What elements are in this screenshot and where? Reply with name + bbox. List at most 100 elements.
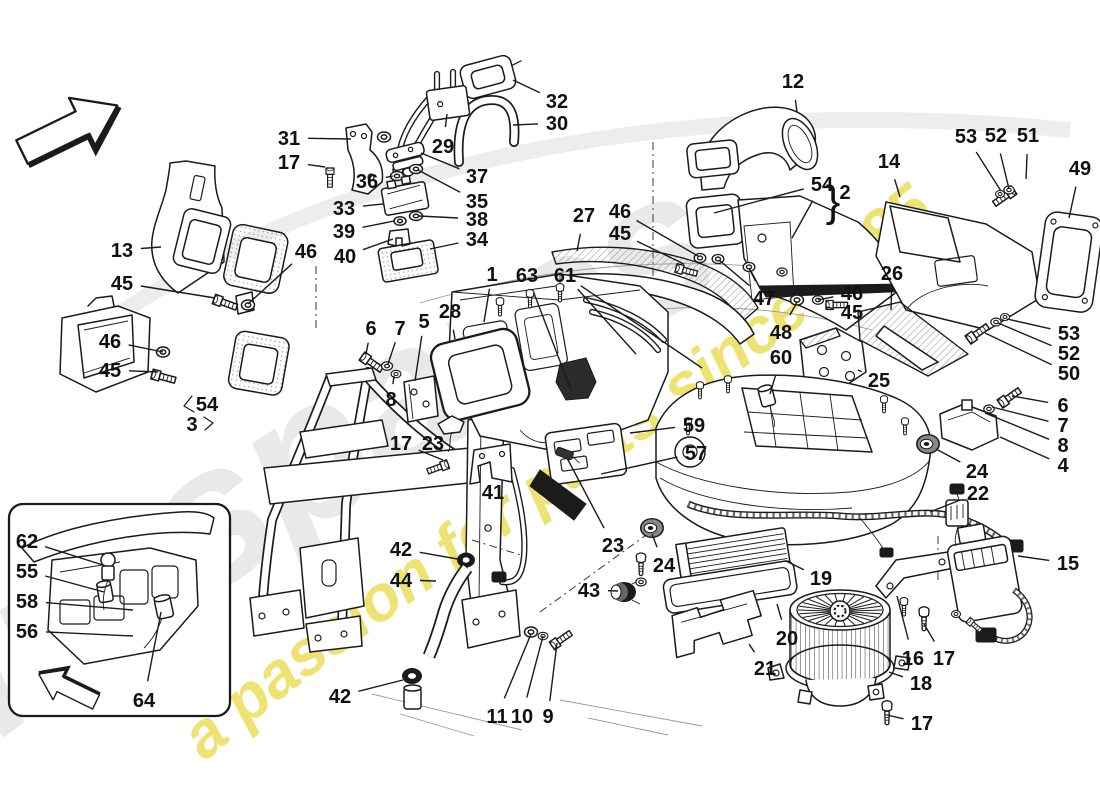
svg-text:17: 17 xyxy=(933,648,955,670)
svg-text:42: 42 xyxy=(329,686,351,708)
part-label-61: 61 xyxy=(554,265,703,369)
svg-text:42: 42 xyxy=(390,539,412,561)
part-label-43: 43 xyxy=(578,580,619,602)
svg-text:6: 6 xyxy=(365,318,376,340)
bracket-tick-54 xyxy=(183,395,195,413)
svg-text:7: 7 xyxy=(1057,415,1068,437)
part-label-15: 15 xyxy=(1017,553,1079,575)
inset-detail-box xyxy=(7,502,232,718)
part-pipes-and-valve xyxy=(377,54,522,283)
part-bolt-9 xyxy=(548,628,575,651)
svg-text:15: 15 xyxy=(1057,553,1079,575)
svg-text:25: 25 xyxy=(868,370,890,392)
part-washer-47c xyxy=(776,267,788,277)
part-label-60: 60 xyxy=(769,347,792,395)
part-bracket-4 xyxy=(939,399,999,451)
svg-text:23: 23 xyxy=(422,433,444,455)
svg-text:}: } xyxy=(826,177,841,226)
part-label-37: 37 xyxy=(420,152,488,188)
part-washer-7 xyxy=(380,361,394,371)
part-label-49: 49 xyxy=(1068,158,1091,219)
svg-text:60: 60 xyxy=(770,347,792,369)
svg-text:35: 35 xyxy=(466,191,488,213)
svg-text:29: 29 xyxy=(432,136,454,158)
part-label-44: 44 xyxy=(390,570,437,592)
svg-text:62: 62 xyxy=(16,531,38,553)
part-plate-25 xyxy=(799,327,867,393)
svg-text:18: 18 xyxy=(910,673,932,695)
part-washer xyxy=(635,577,647,587)
svg-text:45: 45 xyxy=(111,273,133,295)
part-label-53: 53 xyxy=(1006,318,1080,345)
svg-text:51: 51 xyxy=(1017,125,1039,147)
svg-text:14: 14 xyxy=(878,151,901,173)
part-label-42: 42 xyxy=(329,679,404,708)
part-label-24: 24 xyxy=(651,533,676,577)
part-duct-3 xyxy=(59,291,255,393)
part-washer-48 xyxy=(789,294,805,306)
part-seal-13 xyxy=(223,223,289,295)
svg-text:24: 24 xyxy=(966,461,989,483)
svg-text:59: 59 xyxy=(683,415,705,437)
part-label-}: } xyxy=(826,177,841,226)
svg-text:36: 36 xyxy=(356,171,378,193)
part-ecu-15 xyxy=(945,499,1033,644)
part-washer-46 xyxy=(240,299,256,311)
part-bolt-45 xyxy=(211,293,240,313)
svg-text:32: 32 xyxy=(546,91,568,113)
svg-text:52: 52 xyxy=(1058,343,1080,365)
part-bracket-31 xyxy=(345,123,392,195)
part-label-56: 56 xyxy=(16,621,134,643)
part-label-20: 20 xyxy=(776,603,798,650)
part-label-3: 3 xyxy=(186,414,197,436)
part-label-12: 12 xyxy=(782,71,804,113)
svg-text:11: 11 xyxy=(486,706,507,728)
part-label-54: 54 xyxy=(196,394,219,416)
inset-direction-arrow-icon xyxy=(38,665,101,710)
part-label-38: 38 xyxy=(418,209,488,231)
part-label-54: 54 xyxy=(713,174,834,239)
part-mat-26 xyxy=(857,301,969,377)
part-label-48: 48 xyxy=(770,301,798,344)
svg-text:3: 3 xyxy=(186,414,197,436)
part-label-23: 23 xyxy=(566,457,624,557)
part-seal-3 xyxy=(227,330,290,396)
part-label-18: 18 xyxy=(888,671,932,695)
svg-text:24: 24 xyxy=(653,555,676,577)
part-bracket-41 xyxy=(469,443,513,485)
svg-text:63: 63 xyxy=(516,265,538,287)
part-label-32: 32 xyxy=(512,79,568,113)
part-label-31: 31 xyxy=(278,128,352,150)
part-label-1: 1 xyxy=(483,264,498,323)
part-label-41: 41 xyxy=(482,482,504,504)
part-label-59: 59 xyxy=(629,415,705,437)
svg-text:21: 21 xyxy=(754,658,776,680)
part-blower-18 xyxy=(767,589,911,726)
part-label-52: 52 xyxy=(997,322,1080,365)
part-label-36: 36 xyxy=(356,171,394,193)
part-label-4: 4 xyxy=(999,436,1069,477)
part-label-26: 26 xyxy=(881,263,903,311)
svg-text:64: 64 xyxy=(133,690,156,712)
part-screw-17-top xyxy=(325,167,335,188)
svg-text:46: 46 xyxy=(295,241,317,263)
part-label-14: 14 xyxy=(878,151,901,198)
part-label-46: 46 xyxy=(609,201,699,257)
svg-text:43: 43 xyxy=(578,580,600,602)
svg-text:46: 46 xyxy=(99,331,121,353)
part-label-8: 8 xyxy=(984,412,1069,457)
part-label-29: 29 xyxy=(432,113,454,158)
part-housing-14 xyxy=(875,201,1041,331)
part-label-64: 64 xyxy=(133,611,162,712)
part-label-35: 35 xyxy=(417,169,488,213)
svg-text:53: 53 xyxy=(1058,323,1080,345)
part-label-27: 27 xyxy=(573,205,595,252)
svg-text:47: 47 xyxy=(753,288,775,310)
part-label-50: 50 xyxy=(984,332,1080,385)
part-label-5: 5 xyxy=(414,311,430,382)
part-label-51: 51 xyxy=(1017,125,1039,180)
part-grommet-24-right xyxy=(915,433,941,455)
svg-text:49: 49 xyxy=(1069,158,1091,180)
bracket-tick-3 xyxy=(203,416,214,431)
